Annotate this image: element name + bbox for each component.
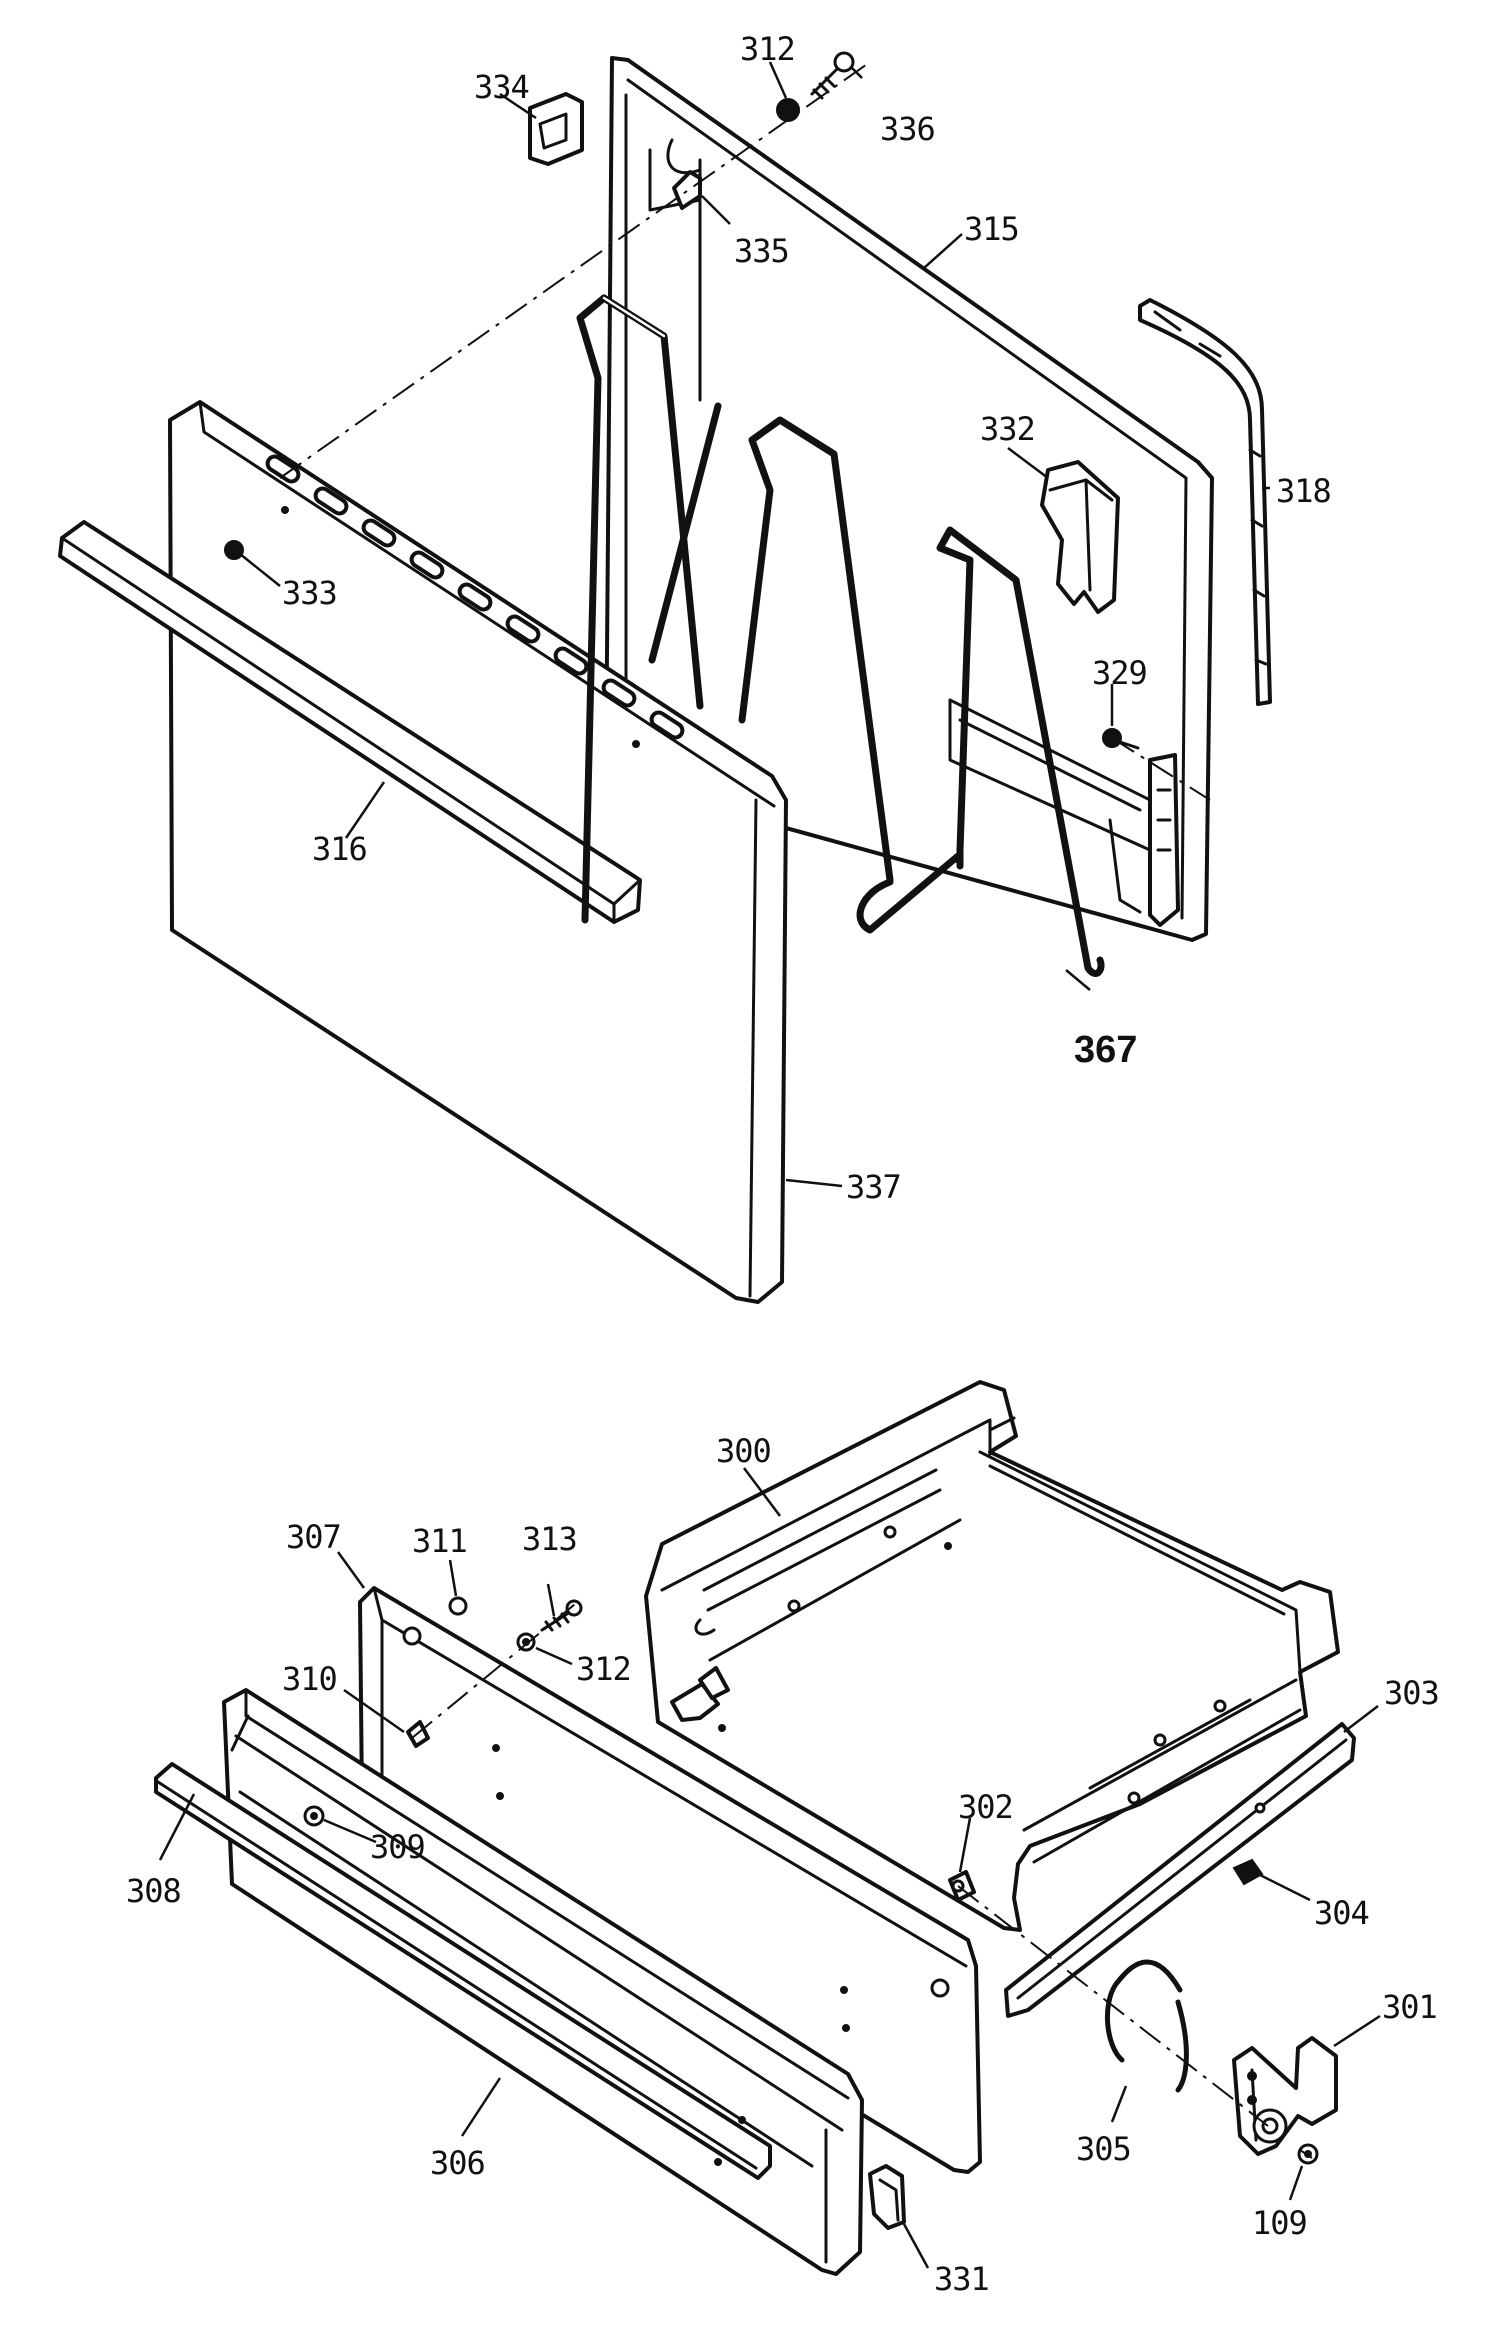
door-handle-316 [58,520,642,924]
drawer-handle-308 [154,1762,772,2180]
insulation-block-332 [1040,460,1120,614]
drawer-slide-rail-303 [1004,1722,1356,2018]
callout-300: 300 [716,1432,771,1470]
screw-333 [224,540,244,560]
spring-cable-305 [1104,1959,1189,2093]
hinge-bracket [1148,753,1180,927]
axis-line-lower-b [957,1885,1313,2159]
nut-109 [1297,2143,1319,2165]
nut-311 [448,1596,468,1616]
callout-333: 333 [282,574,337,612]
callout-308: 308 [126,1872,181,1910]
callout-310: 310 [282,1660,337,1698]
bracket-334 [528,92,584,166]
nut-312-top [776,98,800,122]
callout-318: 318 [1276,472,1331,510]
callout-303: 303 [1384,1674,1439,1712]
drawer-body-300 [644,1380,1340,1932]
roller-304 [1232,1858,1264,1886]
callout-306: 306 [430,2144,485,2182]
callout-302: 302 [958,1788,1013,1826]
washer-312-lower [516,1632,536,1652]
axis-line-upper [279,61,1211,801]
callout-301: 301 [1382,1988,1437,2026]
callout-315: 315 [964,210,1019,248]
door-seal-318 [1138,298,1272,706]
callout-334: 334 [474,68,529,106]
bracket-331 [868,2164,906,2230]
callout-332: 332 [980,410,1035,448]
screw-309 [303,1805,325,1827]
screw-336 [810,51,855,100]
callout-312-lower: 312 [576,1650,631,1688]
callout-313: 313 [522,1520,577,1558]
callout-307: 307 [286,1518,341,1556]
callout-336: 336 [880,110,935,148]
callout-109: 109 [1252,2204,1307,2242]
oven-rack-wires-367 [576,294,1105,977]
callout-329: 329 [1092,654,1147,692]
callout-367: 367 [1074,1029,1137,1071]
axis-line-lower-a [411,1599,581,1739]
callout-304: 304 [1314,1894,1369,1932]
hinge-plate-301 [1232,2036,1338,2156]
leader-lines [158,61,1381,2269]
outer-door-panel-337 [168,400,788,1304]
callout-309: 309 [370,1828,425,1866]
callout-337: 337 [846,1168,901,1206]
callout-331: 331 [934,2260,989,2298]
callout-316: 316 [312,830,367,868]
callout-335: 335 [734,232,789,270]
callout-311: 311 [412,1522,467,1560]
callout-312-top: 312 [740,30,795,68]
stud-335 [672,170,702,210]
callout-305: 305 [1076,2130,1131,2168]
